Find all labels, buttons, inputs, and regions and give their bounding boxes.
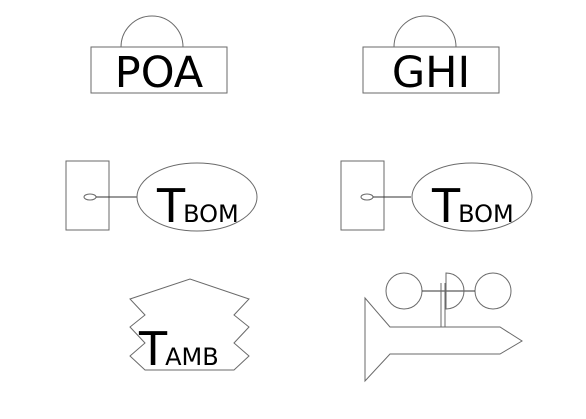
- tbom-subscript: BOM: [183, 200, 239, 228]
- tbom-right-sensor: TBOM: [340, 160, 533, 233]
- poa-label: POA: [115, 48, 204, 98]
- thermocouple-bead-icon: [83, 193, 97, 201]
- tbom-ellipse: [136, 162, 258, 232]
- poa-sensor: POA: [90, 15, 228, 98]
- tamb-main: T: [138, 322, 168, 376]
- ghi-sensor: GHI: [362, 15, 500, 98]
- tbom-ellipse: [411, 162, 533, 232]
- wind-vane-icon: [364, 296, 523, 383]
- ghi-label: GHI: [392, 48, 470, 98]
- tbom-label: TBOM: [431, 179, 514, 233]
- tamb-label: TAMB: [138, 322, 219, 376]
- anemometer-cup-left: [385, 272, 423, 310]
- radiation-shield-icon: [129, 278, 250, 371]
- anemometer-sensor: [364, 272, 523, 383]
- pyranometer-dome-icon: [393, 15, 457, 48]
- anemometer-cup-right: [474, 272, 512, 310]
- tamb-subscript: AMB: [165, 343, 219, 371]
- tbom-main: T: [431, 179, 461, 233]
- tbom-subscript: BOM: [458, 200, 514, 228]
- module-backsheet: [65, 160, 110, 231]
- pyranometer-body: [90, 46, 228, 94]
- tbom-left-sensor: TBOM: [65, 160, 258, 233]
- tamb-sensor: TAMB: [129, 278, 250, 376]
- tbom-main: T: [156, 179, 186, 233]
- module-backsheet: [340, 160, 385, 231]
- thermocouple-bead-icon: [360, 193, 374, 201]
- tbom-label: TBOM: [156, 179, 239, 233]
- pyranometer-body: [362, 46, 500, 94]
- pyranometer-dome-icon: [120, 15, 184, 48]
- anemometer-cup-center: [445, 272, 465, 310]
